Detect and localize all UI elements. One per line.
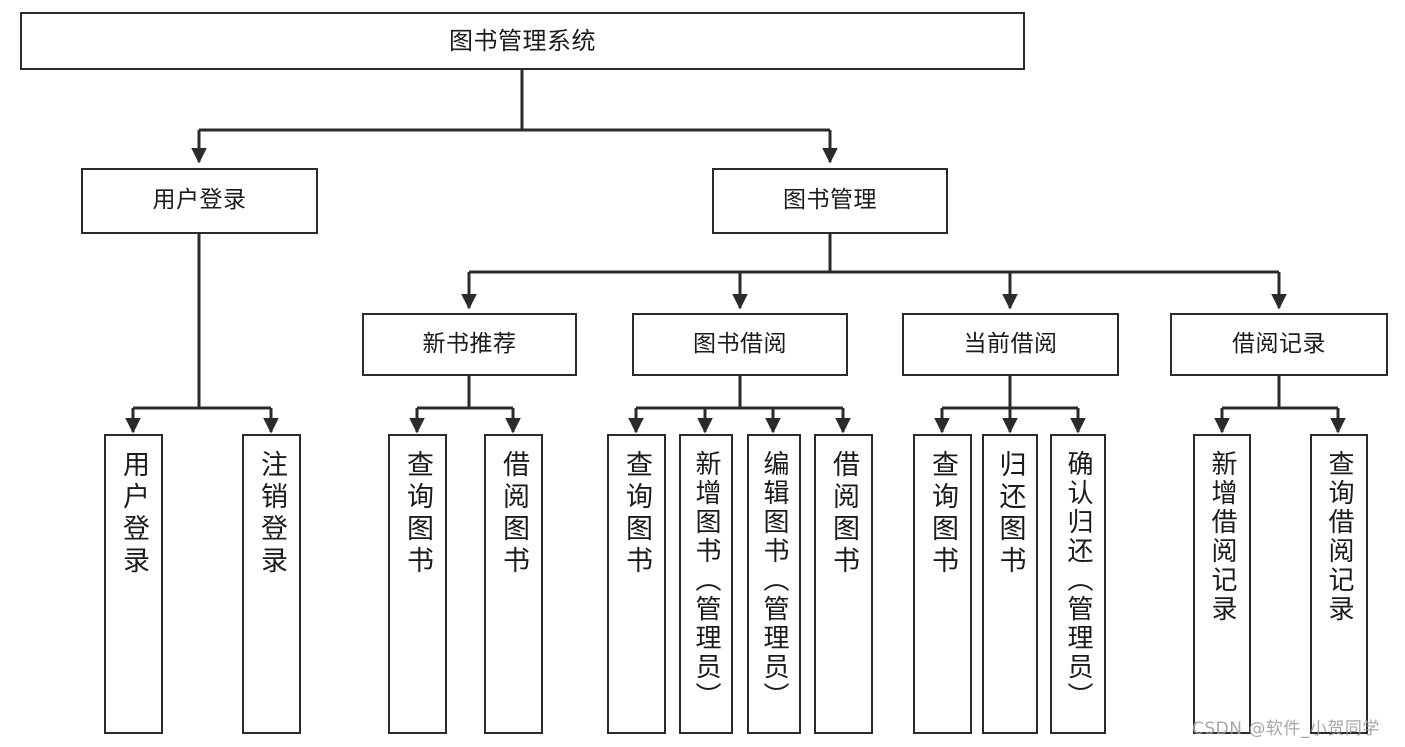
node-label: 图书管理 xyxy=(783,187,877,214)
node-label: 图书借阅 xyxy=(693,330,787,357)
node-label: 借阅记录 xyxy=(1232,330,1326,357)
node-user-login[interactable]: 用户登录 xyxy=(81,168,318,234)
node-label: 当前借阅 xyxy=(963,330,1058,357)
node-label: 查询图书 xyxy=(402,450,433,578)
node-label: 查询借阅记录 xyxy=(1324,450,1354,624)
leaf-borrow-book-borrow[interactable]: 借阅图书 xyxy=(814,434,873,734)
leaf-borrow-book-recommend[interactable]: 借阅图书 xyxy=(484,434,543,734)
leaf-user-login[interactable]: 用户登录 xyxy=(104,434,163,734)
node-current-borrow[interactable]: 当前借阅 xyxy=(902,313,1119,376)
leaf-logout-login[interactable]: 注销登录 xyxy=(242,434,301,734)
node-label: 查询图书 xyxy=(621,450,652,578)
leaf-edit-book-admin[interactable]: 编辑图书（管理员） xyxy=(747,434,801,734)
node-label: 注销登录 xyxy=(256,450,287,578)
node-label: 用户登录 xyxy=(118,450,149,578)
node-book-management[interactable]: 图书管理 xyxy=(712,168,948,234)
node-borrow-record[interactable]: 借阅记录 xyxy=(1170,313,1388,376)
node-label: 图书管理系统 xyxy=(449,26,596,55)
leaf-query-book-current[interactable]: 查询图书 xyxy=(913,434,972,734)
leaf-add-borrow-record[interactable]: 新增借阅记录 xyxy=(1193,434,1251,734)
node-label: 借阅图书 xyxy=(498,450,529,578)
node-book-borrow[interactable]: 图书借阅 xyxy=(632,313,848,376)
node-label: 编辑图书（管理员） xyxy=(759,450,789,711)
leaf-return-book[interactable]: 归还图书 xyxy=(982,434,1038,734)
node-label: 借阅图书 xyxy=(828,450,859,578)
node-label: 新书推荐 xyxy=(422,330,517,357)
leaf-query-borrow-record[interactable]: 查询借阅记录 xyxy=(1310,434,1368,734)
leaf-confirm-return-admin[interactable]: 确认归还（管理员） xyxy=(1050,434,1106,734)
csdn-watermark: CSDN @软件_小贺同学 xyxy=(1192,719,1380,739)
node-label: 确认归还（管理员） xyxy=(1063,450,1093,711)
node-label: 用户登录 xyxy=(152,187,247,214)
leaf-query-book-borrow[interactable]: 查询图书 xyxy=(607,434,666,734)
node-label: 新增借阅记录 xyxy=(1207,450,1237,624)
node-label: 归还图书 xyxy=(994,450,1026,578)
node-root-book-management-system[interactable]: 图书管理系统 xyxy=(20,12,1025,70)
node-label: 查询图书 xyxy=(927,450,958,578)
leaf-query-book-recommend[interactable]: 查询图书 xyxy=(388,434,447,734)
node-label: 新增图书（管理员） xyxy=(691,450,721,711)
node-new-book-recommend[interactable]: 新书推荐 xyxy=(362,313,577,376)
leaf-add-book-admin[interactable]: 新增图书（管理员） xyxy=(679,434,733,734)
